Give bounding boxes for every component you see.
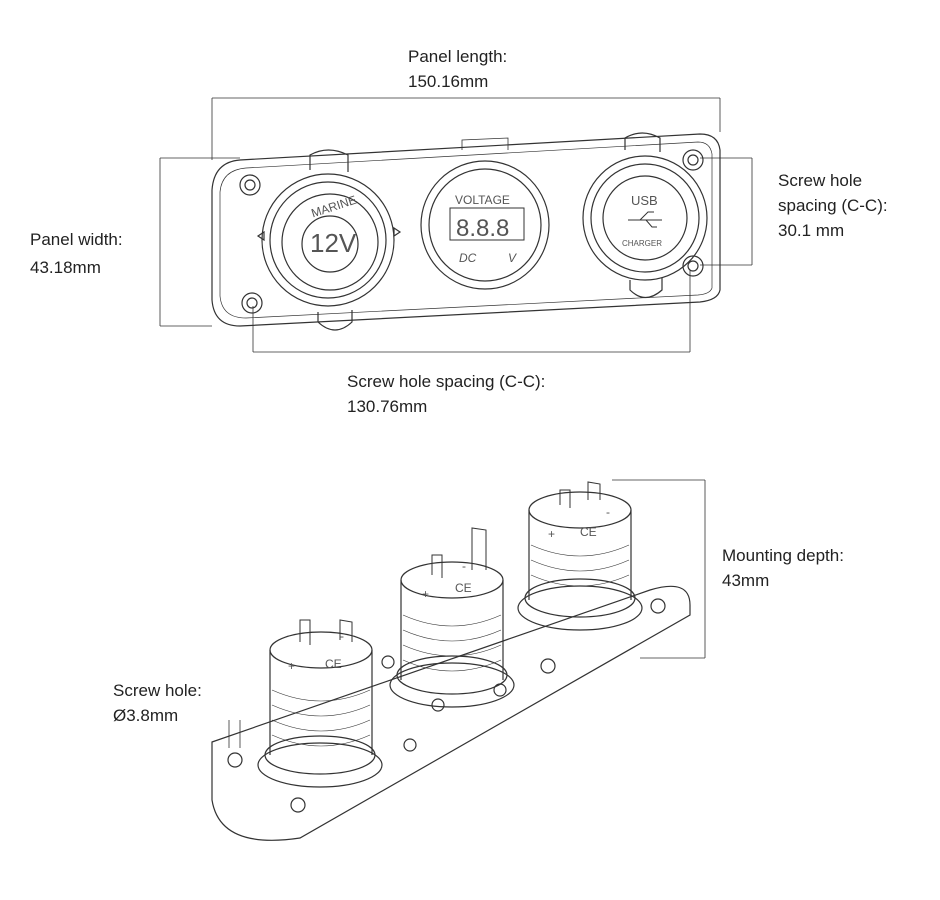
front-view-panel: MARINE 12V VOLTAGE 8.8.8 DC V USB CHARGE… [211, 132, 721, 331]
panel-width-title: Panel width: [30, 230, 123, 249]
screw-spacing-vertical-line2: spacing (C-C): [778, 196, 888, 215]
ce-mark-text: CE [325, 657, 342, 671]
panel-length-label: Panel length: 150.16mm [408, 44, 507, 94]
panel-length-value: 150.16mm [408, 72, 489, 91]
screw-hole-icon [239, 174, 261, 196]
screw-hole-icon [227, 752, 243, 768]
terminal-plus-text: + [548, 527, 555, 541]
screw-hole-icon [241, 292, 263, 314]
terminal-minus-text: - [606, 505, 610, 519]
mounting-depth-title: Mounting depth: [722, 546, 844, 565]
screw-spacing-vertical-value: 30.1 mm [778, 221, 845, 240]
screw-hole-value: Ø3.8mm [113, 706, 179, 725]
screw-hole-title: Screw hole: [113, 681, 202, 700]
terminal-minus-text: - [340, 629, 344, 643]
usb-socket-icon [582, 132, 708, 299]
perspective-view-panel: + - CE + - CE + - CE [211, 481, 691, 841]
screw-spacing-horizontal-value: 130.76mm [347, 397, 428, 416]
screw-hole-icon [682, 255, 704, 277]
socket-body-icon [257, 619, 383, 788]
screw-hole-icon [540, 658, 556, 674]
usb-body-icon [517, 481, 643, 631]
voltmeter-icon [420, 137, 550, 290]
socket-voltage-text: 12V [310, 228, 357, 258]
terminal-minus-text: - [462, 559, 466, 573]
screw-hole-icon [290, 797, 306, 813]
screw-hole-icon [682, 149, 704, 171]
voltmeter-dc-text: DC [459, 251, 477, 265]
voltmeter-display-text: 8.8.8 [456, 215, 509, 242]
voltmeter-v-text: V [508, 251, 517, 265]
dimension-lines [159, 97, 753, 353]
panel-width-value: 43.18mm [30, 258, 101, 277]
panel-length-title: Panel length: [408, 47, 508, 66]
mounting-depth-value: 43mm [722, 571, 770, 590]
voltmeter-body-icon [389, 527, 515, 708]
screw-spacing-horizontal-label: Screw hole spacing (C-C): 130.76mm [347, 369, 545, 419]
panel-width-label: Panel width: 43.18mm [30, 226, 123, 282]
terminal-plus-text: + [288, 659, 295, 673]
voltmeter-title-text: VOLTAGE [455, 193, 510, 207]
ce-mark-text: CE [455, 581, 472, 595]
screw-spacing-vertical-line1: Screw hole [778, 171, 863, 190]
mounting-depth-label: Mounting depth: 43mm [722, 543, 844, 593]
screw-spacing-horizontal-title: Screw hole spacing (C-C): [347, 372, 546, 391]
screw-hole-label: Screw hole: Ø3.8mm [113, 678, 202, 728]
screw-spacing-vertical-label: Screw hole spacing (C-C): 30.1 mm [778, 168, 888, 243]
dimension-lines-perspective [228, 479, 706, 748]
ce-mark-text: CE [580, 525, 597, 539]
terminal-plus-text: + [422, 587, 429, 601]
socket-12v-icon [256, 149, 402, 331]
screw-hole-icon [650, 598, 666, 614]
usb-charger-text: CHARGER [622, 239, 662, 248]
usb-title-text: USB [631, 193, 658, 208]
